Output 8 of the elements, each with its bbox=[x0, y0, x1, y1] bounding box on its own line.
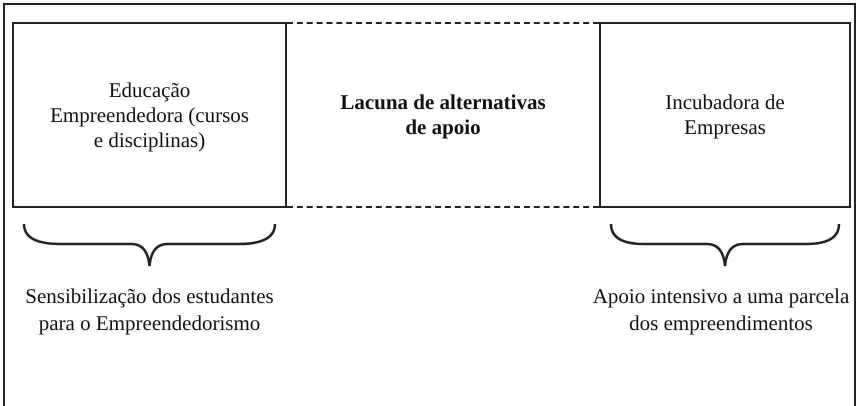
process-box bbox=[12, 22, 287, 208]
dashed-box bbox=[287, 22, 599, 208]
box-label: Incubadora de Empresas bbox=[664, 90, 786, 140]
process-box bbox=[599, 22, 851, 208]
brace-caption: Sensibilização dos estudantes para o Empreendedorismo bbox=[24, 283, 275, 337]
brace-caption: Apoio intensivo a uma parcela dos empreendimentos bbox=[592, 283, 850, 337]
box-heading: Lacuna de alternativas de apoio bbox=[339, 90, 547, 140]
box-label: Educação Empreendedora (cursos e disciplinas) bbox=[49, 78, 250, 152]
